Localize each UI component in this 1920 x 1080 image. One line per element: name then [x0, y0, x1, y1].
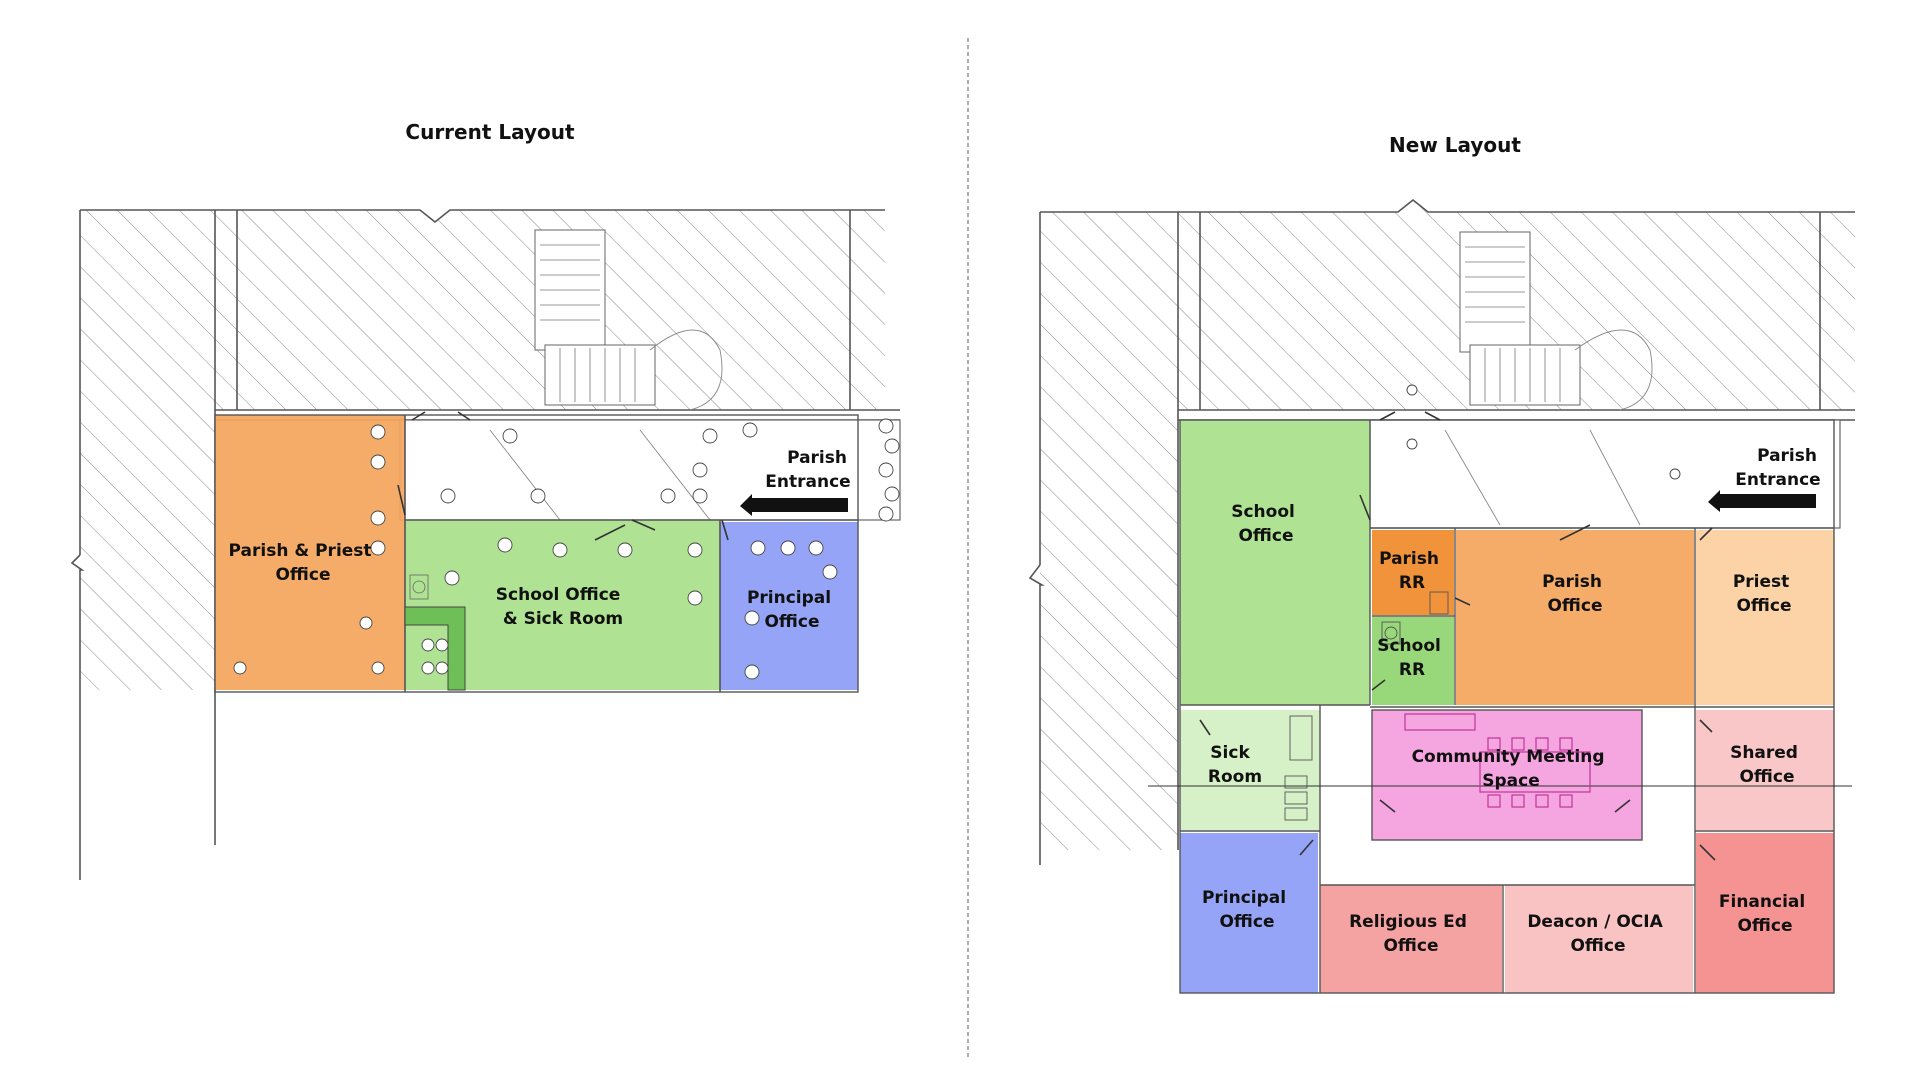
new-top-hatch — [1040, 200, 1855, 850]
room-parish-rr — [1372, 530, 1454, 615]
label-school-rr: School RR — [1377, 636, 1447, 680]
room-school-rr — [1372, 617, 1454, 705]
current-keynote-tags — [233, 418, 900, 680]
room-community-meeting-space — [1372, 710, 1642, 840]
current-parish-priest-office-label: Parish & Priest Office — [229, 541, 378, 585]
room-school-office — [1180, 420, 1370, 705]
label-parish-office: Parish Office — [1542, 572, 1608, 616]
meeting-table — [1404, 713, 1591, 808]
label-sick-room: Sick Room — [1208, 743, 1262, 787]
new-layout: New Layout — [1028, 133, 1855, 994]
current-top-hatch — [80, 210, 885, 690]
room-financial-office — [1696, 833, 1834, 993]
label-religious-ed-office: Religious Ed Office — [1349, 912, 1473, 956]
current-layout: Current Layout — [70, 120, 901, 880]
current-entrance-label: Parish Entrance — [765, 448, 853, 492]
current-school-office-label: School Office & Sick Room — [496, 585, 626, 629]
current-entrance-arrow — [740, 494, 848, 516]
current-layout-title: Current Layout — [405, 120, 575, 144]
room-parish-office — [1456, 530, 1694, 705]
label-parish-rr: Parish RR — [1379, 549, 1445, 593]
room-sick-room — [1180, 710, 1320, 830]
label-principal-office-new: Principal Office — [1202, 888, 1292, 932]
room-religious-ed-office — [1320, 885, 1502, 993]
room-deacon-ocia-office — [1505, 885, 1693, 993]
current-principal-office-label: Principal Office — [747, 588, 837, 632]
new-entrance-arrow — [1708, 490, 1816, 512]
new-entrance-label: Parish Entrance — [1735, 446, 1823, 490]
room-shared-office — [1696, 710, 1834, 830]
label-school-office: School Office — [1231, 502, 1301, 546]
room-priest-office — [1696, 530, 1834, 705]
new-layout-title: New Layout — [1389, 133, 1521, 157]
label-financial-office: Financial Office — [1719, 892, 1811, 936]
label-shared-office: Shared Office — [1730, 743, 1804, 787]
room-principal-office-new — [1180, 833, 1318, 993]
label-community-meeting-space: Community Meeting Space — [1412, 747, 1611, 791]
label-priest-office: Priest Office — [1733, 572, 1795, 616]
label-deacon-ocia-office: Deacon / OCIA Office — [1527, 912, 1668, 956]
